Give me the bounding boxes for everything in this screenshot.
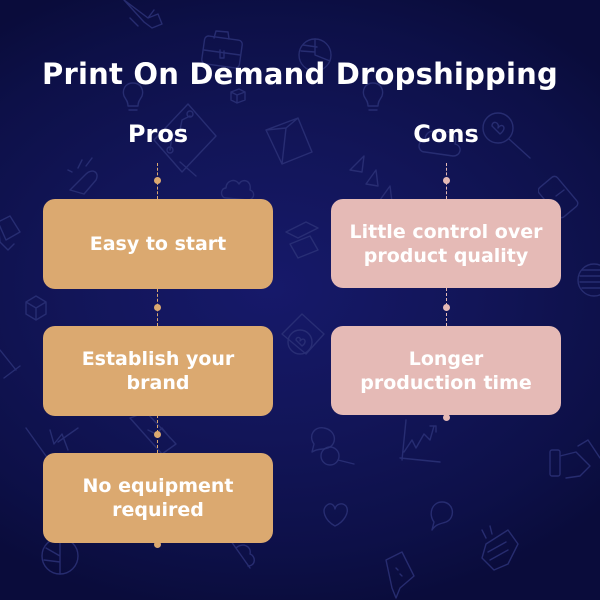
cons-connector-dot [443, 177, 450, 184]
pros-connector-end-dot [154, 541, 161, 548]
tag-icon [0, 215, 21, 251]
chat-bubble-icon [430, 501, 453, 531]
growth-chart-icon [399, 419, 441, 463]
cons-header: Cons [413, 120, 479, 148]
chat-bubble-icon [385, 551, 415, 599]
rocket-icon [123, 0, 163, 29]
handshake-icon [549, 439, 600, 479]
con-card-longer-production: Longer production time [331, 326, 561, 415]
pro-card-establish-brand: Establish your brand [43, 326, 273, 416]
magnifier-icon [0, 349, 21, 379]
page-title: Print On Demand Dropshipping [42, 57, 558, 91]
heart-icon [323, 503, 348, 527]
cube-stack-icon [25, 295, 47, 321]
chat-bubble-icon [310, 427, 335, 453]
search-heart-icon [281, 313, 325, 355]
pro-card-easy-to-start: Easy to start [43, 199, 273, 289]
pros-connector-dot [154, 431, 161, 438]
pros-header: Pros [127, 120, 189, 148]
pros-connector-dot [154, 304, 161, 311]
pro-card-label: Establish your brand [81, 348, 235, 394]
cookie-hand-icon [67, 157, 98, 195]
pro-card-no-equipment: No equipment required [43, 453, 273, 543]
con-card-little-control: Little control over product quality [331, 199, 561, 288]
pie-chart-icon [577, 263, 600, 297]
con-card-label: Longer production time [360, 347, 532, 394]
pro-card-label: No equipment required [82, 475, 234, 521]
con-card-label: Little control over product quality [349, 220, 543, 267]
cons-connector-dot [443, 304, 450, 311]
pros-connector-dot [154, 177, 161, 184]
clapping-hands-icon [481, 525, 519, 571]
cube-stack-icon [285, 221, 319, 259]
magnifier-icon [320, 446, 355, 466]
cons-connector-end-dot [443, 414, 450, 421]
pro-card-label: Easy to start [89, 233, 227, 255]
